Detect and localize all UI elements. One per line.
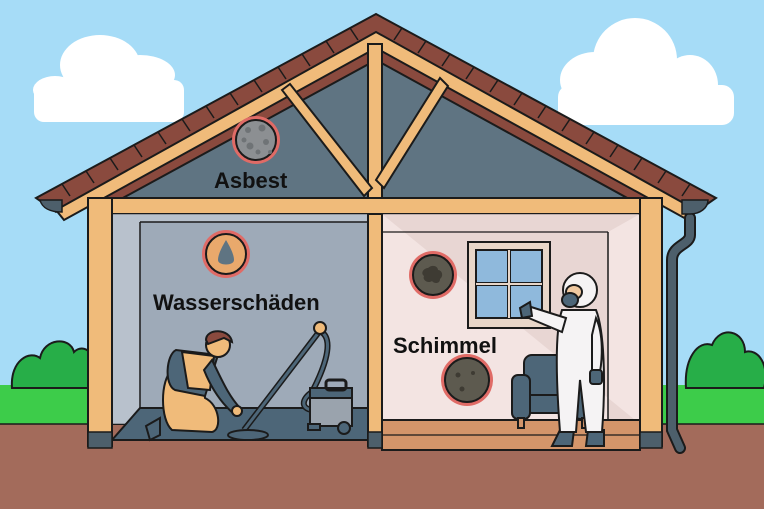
- cloud-right: [558, 18, 734, 125]
- hazmat-worker: [518, 272, 605, 447]
- water-drop-icon: [218, 240, 234, 265]
- mold-marker-upper: [409, 251, 457, 299]
- mold-marker-lower: [441, 354, 493, 406]
- truss: [280, 43, 450, 205]
- vacuum-cleaner: [227, 321, 353, 441]
- asbestos-texture-icon: [241, 124, 272, 155]
- label-water-damage: Wasserschäden: [153, 290, 320, 315]
- gutter-left: [39, 199, 63, 213]
- label-mold: Schimmel: [393, 333, 497, 358]
- water-damage-marker: [202, 230, 250, 278]
- gutter-right: [681, 199, 709, 215]
- bush-right: [684, 331, 764, 389]
- asbestos-marker: [232, 116, 280, 164]
- worker: [144, 330, 243, 442]
- post-footings: [87, 431, 663, 449]
- window: [467, 241, 551, 329]
- ceiling-beam: [107, 197, 643, 215]
- cloud-left: [33, 35, 184, 122]
- mold-spot-icon: [422, 265, 443, 284]
- roof-tile-lines: [61, 27, 691, 197]
- mold-spot-icon: [455, 371, 475, 392]
- label-asbestos: Asbest: [214, 168, 288, 193]
